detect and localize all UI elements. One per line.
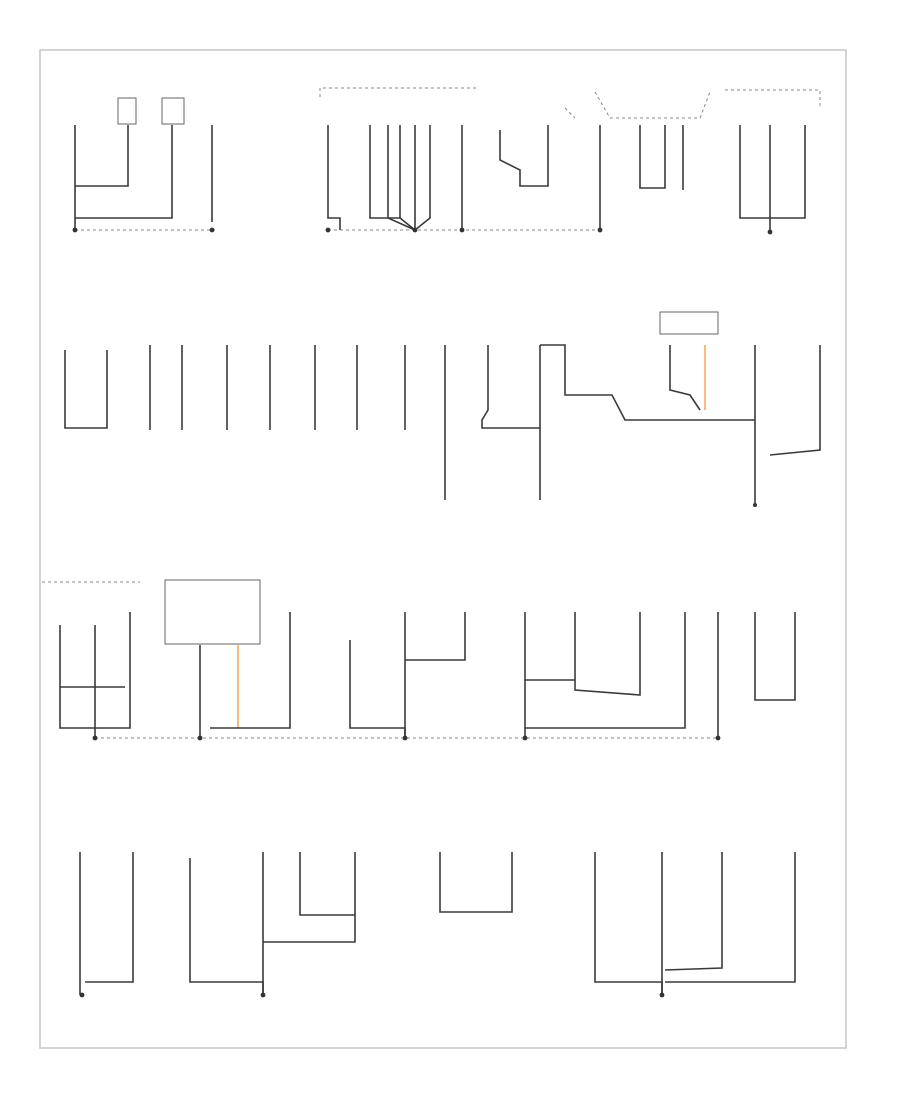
section-3-circuits: [42, 579, 796, 741]
section-4-circuits: [79, 852, 796, 998]
section-2-circuits: [64, 311, 821, 507]
diagram-border: [39, 49, 847, 1049]
section-1-circuits: [72, 87, 821, 235]
